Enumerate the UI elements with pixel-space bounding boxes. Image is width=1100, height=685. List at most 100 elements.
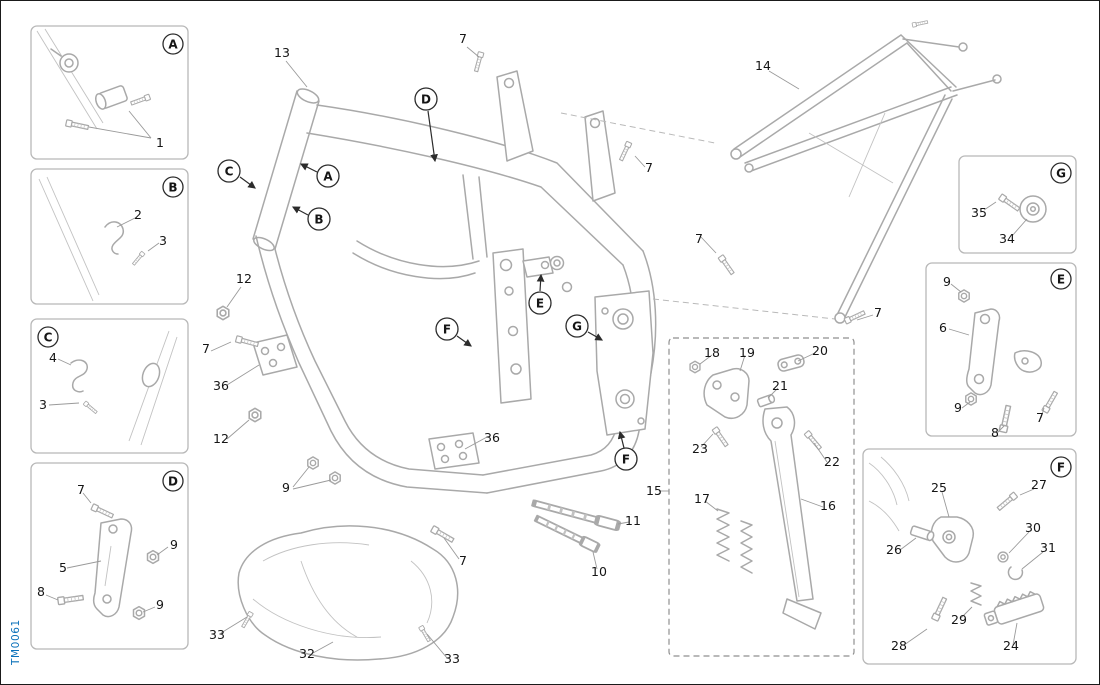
callout-1: 1	[156, 135, 164, 150]
svg-text:F: F	[1057, 461, 1065, 475]
box-a-illustration	[36, 28, 152, 139]
svg-text:C: C	[225, 165, 234, 179]
callout-21: 21	[772, 378, 788, 393]
callout-31: 31	[1040, 540, 1056, 555]
callout-7: 7	[202, 341, 210, 356]
svg-text:A: A	[168, 38, 178, 52]
svg-text:E: E	[536, 297, 544, 311]
callout-2: 2	[134, 207, 142, 222]
footpeg-part	[983, 590, 1045, 626]
box-b-illustration	[38, 176, 160, 302]
callout-9: 9	[170, 537, 178, 552]
box-d-illustration	[45, 492, 169, 621]
callout-7: 7	[459, 31, 467, 46]
callout-25: 25	[931, 480, 947, 495]
frame-letter-c: C	[217, 159, 256, 189]
subframe-illustration	[717, 19, 1002, 325]
callout-9: 9	[943, 274, 951, 289]
svg-text:A: A	[323, 170, 333, 184]
callout-4: 4	[49, 350, 57, 365]
number-callouts: 13 7 14 7 7 7 12 7 36 12 9 36 7 10 11 33…	[37, 31, 1056, 666]
svg-text:D: D	[168, 475, 178, 489]
callout-33: 33	[209, 627, 225, 642]
callout-32: 32	[299, 646, 315, 661]
callout-12: 12	[213, 431, 229, 446]
callout-26: 26	[886, 542, 902, 557]
callout-3: 3	[159, 233, 167, 248]
callout-6: 6	[939, 320, 947, 335]
box-letter-g: G	[1050, 162, 1072, 184]
skid-plate-illustration	[237, 525, 459, 661]
box-c-illustration	[48, 330, 178, 446]
box-f-illustration	[868, 456, 1045, 646]
callout-15: 15	[646, 483, 662, 498]
svg-text:F: F	[443, 323, 451, 337]
detail-box-g	[958, 155, 1077, 254]
callout-9: 9	[282, 480, 290, 495]
frame-letter-e: E	[528, 273, 552, 315]
callout-20: 20	[812, 343, 828, 358]
svg-text:D: D	[421, 93, 431, 107]
callout-22: 22	[824, 454, 840, 469]
callout-13: 13	[274, 45, 290, 60]
frame-letter-b: B	[291, 206, 331, 231]
svg-text:F: F	[622, 453, 630, 467]
detail-box-b	[30, 168, 189, 305]
callout-7: 7	[77, 482, 85, 497]
callout-7: 7	[695, 231, 703, 246]
callout-7: 7	[645, 160, 653, 175]
frame-letter-f2: F	[614, 430, 638, 471]
box-letter-f: F	[1050, 456, 1072, 478]
svg-text:B: B	[168, 181, 177, 195]
callout-8: 8	[991, 425, 999, 440]
leader-lines	[210, 46, 874, 659]
section-letter-markers: A B C D G E F C A B D E F G F	[37, 33, 1072, 492]
callout-36: 36	[484, 430, 500, 445]
callout-16: 16	[820, 498, 836, 513]
callout-35: 35	[971, 205, 987, 220]
box-e-illustration	[948, 283, 1060, 434]
callout-28: 28	[891, 638, 907, 653]
callout-14: 14	[755, 58, 771, 73]
frame-letter-g: G	[565, 314, 604, 341]
svg-text:G: G	[572, 320, 582, 334]
callout-8: 8	[37, 584, 45, 599]
box-letter-c: C	[37, 326, 59, 348]
callout-12: 12	[236, 271, 252, 286]
detail-boxes	[30, 25, 1077, 665]
box-letter-b: B	[162, 176, 184, 198]
box-letter-e: E	[1050, 268, 1072, 290]
svg-text:G: G	[1056, 167, 1066, 181]
frame-letter-a: A	[299, 163, 340, 188]
callout-3: 3	[39, 397, 47, 412]
callout-10: 10	[591, 564, 607, 579]
callout-29: 29	[951, 612, 967, 627]
callout-19: 19	[739, 345, 755, 360]
svg-text:C: C	[44, 331, 53, 345]
callout-17: 17	[694, 491, 710, 506]
callout-18: 18	[704, 345, 720, 360]
detail-box-c	[30, 318, 189, 454]
svg-text:B: B	[314, 213, 323, 227]
callout-7: 7	[1036, 410, 1044, 425]
box-letter-d: D	[162, 470, 184, 492]
callout-24: 24	[1003, 638, 1019, 653]
callout-34: 34	[999, 231, 1015, 246]
callout-36: 36	[213, 378, 229, 393]
callout-30: 30	[1025, 520, 1041, 535]
main-frame-illustration	[216, 51, 836, 555]
callout-9: 9	[954, 400, 962, 415]
callout-33: 33	[444, 651, 460, 666]
callout-5: 5	[59, 560, 67, 575]
svg-text:E: E	[1057, 273, 1065, 287]
detail-box-e	[925, 262, 1077, 437]
frame-letter-f1: F	[435, 317, 472, 347]
callout-7: 7	[459, 553, 467, 568]
callout-11: 11	[625, 513, 641, 528]
side-stand-illustration	[689, 354, 823, 630]
document-code: TM0061	[10, 619, 22, 666]
callout-27: 27	[1031, 477, 1047, 492]
box-g-illustration	[983, 193, 1047, 237]
